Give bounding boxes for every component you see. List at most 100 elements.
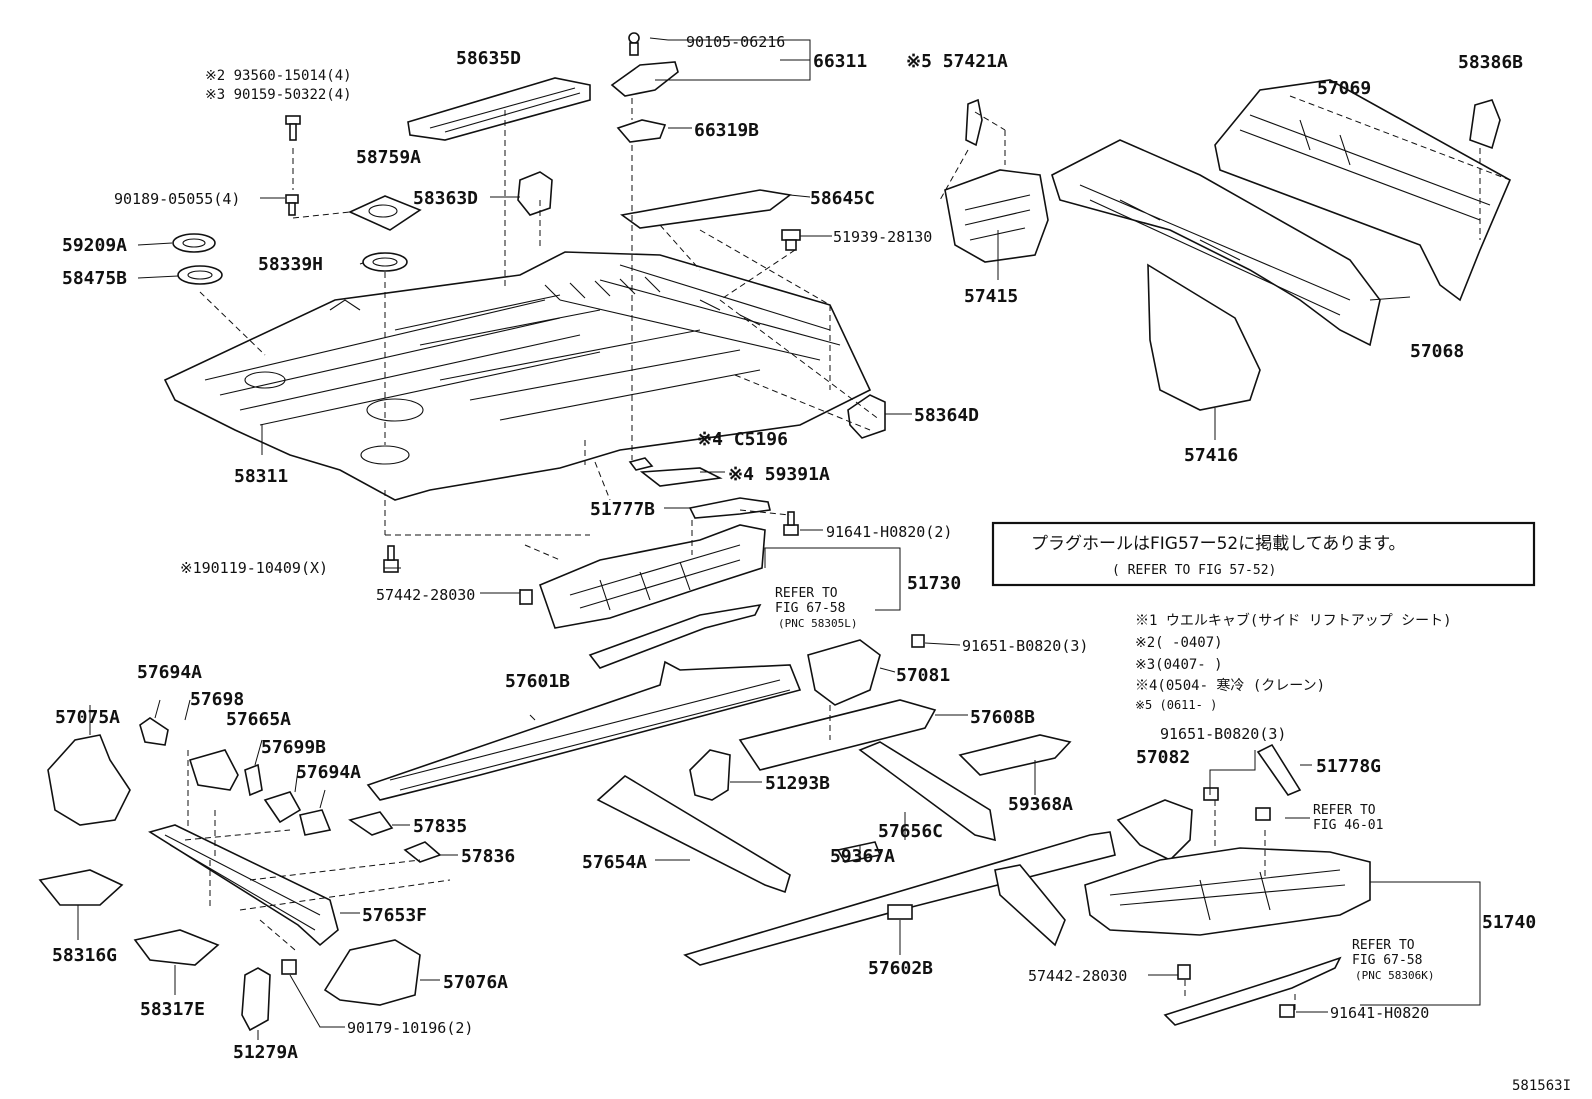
floor-pan-51740: [1084, 847, 1371, 1026]
label-59391A: ※4 59391A: [728, 464, 830, 485]
bolt-90119: [383, 559, 399, 573]
label-57415: 57415: [964, 286, 1018, 307]
label-93560: ※2 93560-15014(4): [205, 68, 352, 84]
label-51730: 51730: [907, 573, 961, 594]
label-58363D: 58363D: [413, 188, 478, 209]
footnote-2: ※2( -0407): [1135, 635, 1223, 651]
bracket-58386B: [1469, 99, 1501, 150]
footnote-5: ※5 (0611- ): [1135, 698, 1217, 712]
bracket-57694A: [139, 717, 169, 746]
plate-59367A: [836, 841, 882, 863]
label-58645C: 58645C: [810, 188, 875, 209]
label-66319B: 66319B: [694, 120, 759, 141]
plug-57442-b: [1177, 964, 1191, 980]
cover-58317E: [133, 929, 220, 966]
refer-fig6758-a-line2: FIG 67-58: [775, 601, 845, 616]
refer-fig6758-b-line3: (PNC 58306K): [1355, 969, 1434, 982]
label-91641-a: 91641-H0820(2): [826, 523, 952, 541]
label-57694A-2: 57694A: [296, 762, 361, 783]
cover-58759A: [348, 195, 422, 231]
bracket-57694A-2: [299, 809, 332, 836]
label-90119: ※190119-10409(X): [180, 559, 328, 577]
label-57076A: 57076A: [443, 972, 508, 993]
label-57665A: 57665A: [226, 709, 291, 730]
bracket-57076A: [323, 939, 421, 1006]
label-57653F: 57653F: [362, 905, 427, 926]
bracket-57836: [403, 841, 442, 863]
label-57835: 57835: [413, 816, 467, 837]
bracket-58363D: [517, 171, 553, 216]
label-66311: 66311: [813, 51, 867, 72]
label-91651-b: 91651-B0820(3): [1160, 725, 1286, 743]
member-57656C: [858, 741, 996, 842]
bracket-57665A: [244, 763, 263, 797]
refer-fig4601-line1: REFER TO: [1313, 803, 1376, 818]
diagram-id: 581563I: [1512, 1078, 1571, 1094]
label-51778G: 51778G: [1316, 756, 1381, 777]
label-57654A: 57654A: [582, 852, 647, 873]
footnote-4: ※4(0504- 寒冷 (クレーン): [1135, 677, 1325, 694]
bracket-57698: [188, 749, 239, 791]
bar-51777B: [688, 497, 771, 519]
bolt-90179: [281, 959, 297, 975]
label-57442-a: 57442-28030: [376, 586, 475, 604]
bracket-51293B: [689, 749, 731, 801]
clip-66319B: [616, 119, 667, 143]
label-91651-a: 91651-B0820(3): [962, 637, 1088, 655]
label-51293B: 51293B: [765, 773, 830, 794]
floor-pan-58311: [163, 251, 872, 501]
label-58316G: 58316G: [52, 945, 117, 966]
panel-57415: [944, 169, 1049, 263]
label-57698: 57698: [190, 689, 244, 710]
grommet-58339H: [362, 252, 408, 272]
label-58311: 58311: [234, 466, 288, 487]
grommet-58475B: [177, 265, 223, 285]
member-57601B: [366, 660, 802, 801]
label-58475B: 58475B: [62, 268, 127, 289]
label-90105: 90105-06216: [686, 33, 785, 51]
bracket-57699B: [263, 791, 302, 824]
refer-fig6758-a-line3: (PNC 58305L): [778, 617, 857, 630]
label-58317E: 58317E: [140, 999, 205, 1020]
label-57608B: 57608B: [970, 707, 1035, 728]
refer-fig6758-a-line1: REFER TO: [775, 586, 838, 601]
label-57442-b: 57442-28030: [1028, 967, 1127, 985]
bracket-57421A: [965, 98, 983, 147]
bolt-91641-b: [1279, 1004, 1295, 1018]
label-57699B: 57699B: [261, 737, 326, 758]
label-90159: ※3 90159-50322(4): [205, 87, 352, 103]
label-57836: 57836: [461, 846, 515, 867]
bolt-91651-b: [1203, 787, 1219, 801]
label-57656C: 57656C: [878, 821, 943, 842]
label-57694A: 57694A: [137, 662, 202, 683]
label-57081: 57081: [896, 665, 950, 686]
label-C5196: ※4 C5196: [697, 429, 788, 450]
bracket-66311: [610, 32, 679, 97]
member-57608B: [738, 699, 937, 771]
refer-fig6758-b-line2: FIG 67-58: [1352, 953, 1422, 968]
label-90189: 90189-05055(4): [114, 190, 240, 208]
clip-51939: [781, 229, 801, 251]
member-57653F: [148, 824, 339, 947]
bracket-51279A: [241, 967, 271, 1032]
footnote-1: ※1 ウエルキャブ(サイド リフトアップ シート): [1135, 612, 1452, 629]
bracket-57075A: [47, 734, 131, 826]
label-51939: 51939-28130: [833, 228, 932, 246]
label-57069: 57069: [1317, 78, 1371, 99]
label-58759A: 58759A: [356, 147, 421, 168]
bolt-fig46: [1255, 807, 1271, 821]
bolt-90189: [285, 194, 299, 216]
label-90179: 90179-10196(2): [347, 1019, 473, 1037]
member-57602B: [683, 831, 1116, 966]
bolt-93560: [285, 115, 301, 141]
member-57654A: [596, 775, 791, 894]
plate-59368A: [958, 734, 1072, 776]
plug-57442-a: [519, 589, 533, 605]
label-51279A: 51279A: [233, 1042, 298, 1063]
label-57416: 57416: [1184, 445, 1238, 466]
bracket-57835: [348, 811, 394, 836]
label-57421A: ※5 57421A: [906, 51, 1008, 72]
bolt-91651-a: [911, 634, 925, 648]
bracket-57416: [1147, 263, 1261, 411]
